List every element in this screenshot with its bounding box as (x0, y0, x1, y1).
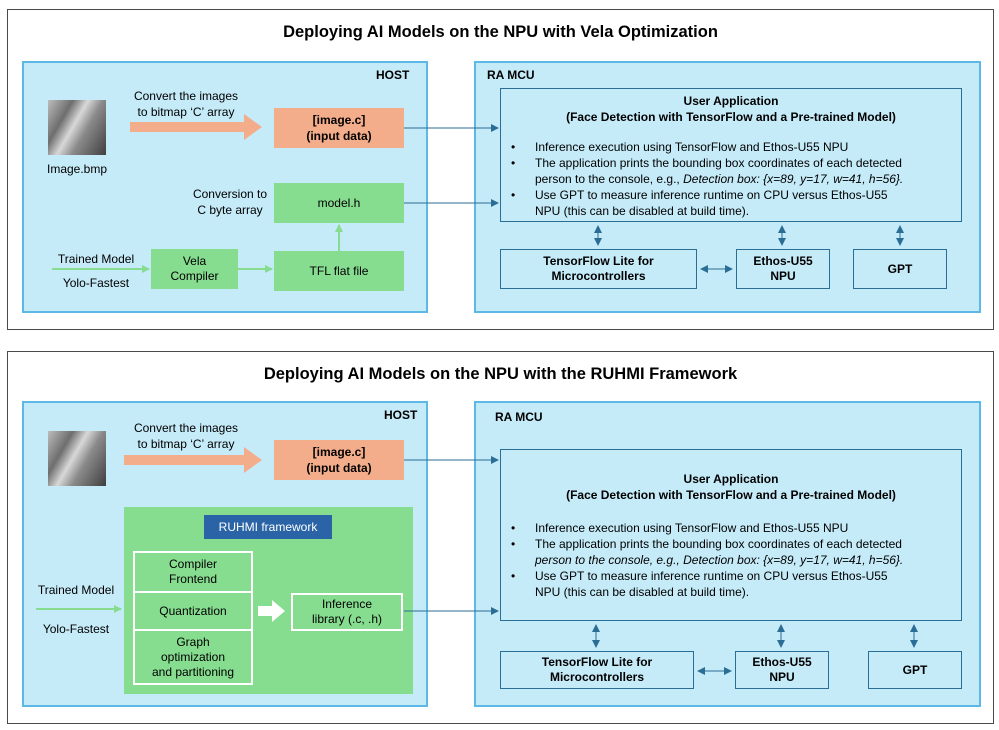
ruhmi-mcu-label: RA MCU (495, 410, 543, 424)
ruhmi-app-title: User Application (683, 472, 779, 486)
vela-app-subtitle: (Face Detection with TensorFlow and a Pr… (566, 110, 896, 124)
vela-ethos-box: Ethos-U55 NPU (736, 249, 830, 289)
vela-app-bullets: Inference execution using TensorFlow and… (501, 139, 903, 219)
ruhmi-bullet-3: Use GPT to measure inference runtime on … (511, 568, 903, 600)
ruhmi-inference-box: Inference library (.c, .h) (291, 593, 403, 631)
vela-convert-arrow (130, 114, 262, 140)
ruhmi-framework-label: RUHMI framework (204, 515, 332, 539)
vela-image-thumbnail (48, 100, 106, 155)
ruhmi-app-bullets: Inference execution using TensorFlow and… (501, 520, 903, 600)
ruhmi-trained-model-text: Trained Model (37, 583, 115, 597)
ruhmi-convert-text: Convert the images to bitmap ‘C’ array (133, 421, 239, 451)
vela-mcu-label: RA MCU (487, 68, 535, 82)
ruhmi-host-label: HOST (384, 408, 418, 422)
vela-host-label: HOST (376, 68, 410, 82)
vela-image-caption: Image.bmp (46, 162, 108, 176)
vela-yolo-text: Yolo-Fastest (62, 276, 130, 290)
vela-gpt-box: GPT (853, 249, 947, 289)
ruhmi-bullet-2-line2b: Detection box: {x=89, y=17, w=41, h=56}. (683, 553, 904, 567)
vela-model-h-box: model.h (274, 183, 404, 223)
ruhmi-panel-title: Deploying AI Models on the NPU with the … (263, 365, 738, 383)
vela-compiler-box: Vela Compiler (151, 249, 238, 289)
vela-conversion-text: Conversion to C byte array (192, 187, 268, 217)
vela-bullet-2-line2a: person to the console, e.g., (535, 172, 684, 186)
ruhmi-image-c-box: [image.c] (input data) (274, 440, 404, 480)
ruhmi-tflm-box: TensorFlow Lite for Microcontrollers (500, 651, 694, 689)
ruhmi-gpt-box: GPT (868, 651, 962, 689)
ruhmi-bullet-1: Inference execution using TensorFlow and… (511, 520, 903, 536)
ruhmi-app-subtitle: (Face Detection with TensorFlow and a Pr… (566, 488, 896, 502)
vela-bullet-2-line1: The application prints the bounding box … (535, 156, 902, 170)
ruhmi-ethos-box: Ethos-U55 NPU (735, 651, 829, 689)
ruhmi-bullet-2-line1: The application prints the bounding box … (535, 537, 902, 551)
vela-image-c-box: [image.c] (input data) (274, 108, 404, 148)
vela-trained-model-text: Trained Model (57, 252, 135, 266)
vela-tfl-box: TFL flat file (274, 251, 404, 291)
ruhmi-graph-box: Graph optimization and partitioning (133, 629, 253, 685)
vela-bullet-2-line2b: Detection box: {x=89, y=17, w=41, h=56}. (683, 172, 904, 186)
vela-tflm-box: TensorFlow Lite for Microcontrollers (500, 249, 697, 289)
vela-panel-title: Deploying AI Models on the NPU with Vela… (283, 23, 718, 41)
ruhmi-yolo-text: Yolo-Fastest (42, 622, 110, 636)
vela-convert-text: Convert the images to bitmap ‘C’ array (133, 89, 239, 119)
ruhmi-bullet-2-line2a: person to the console, e.g., (535, 553, 684, 567)
vela-bullet-1: Inference execution using TensorFlow and… (511, 139, 903, 155)
vela-bullet-2: The application prints the bounding box … (511, 155, 904, 187)
ruhmi-convert-arrow (124, 447, 262, 473)
vela-bullet-3: Use GPT to measure inference runtime on … (511, 187, 903, 219)
ruhmi-inner-arrow (258, 600, 285, 622)
ruhmi-user-application: User Application (Face Detection with Te… (500, 449, 962, 621)
vela-user-application: User Application (Face Detection with Te… (500, 88, 962, 222)
ruhmi-image-thumbnail (48, 431, 106, 486)
vela-app-title: User Application (683, 94, 779, 108)
ruhmi-bullet-2: The application prints the bounding box … (511, 536, 904, 568)
